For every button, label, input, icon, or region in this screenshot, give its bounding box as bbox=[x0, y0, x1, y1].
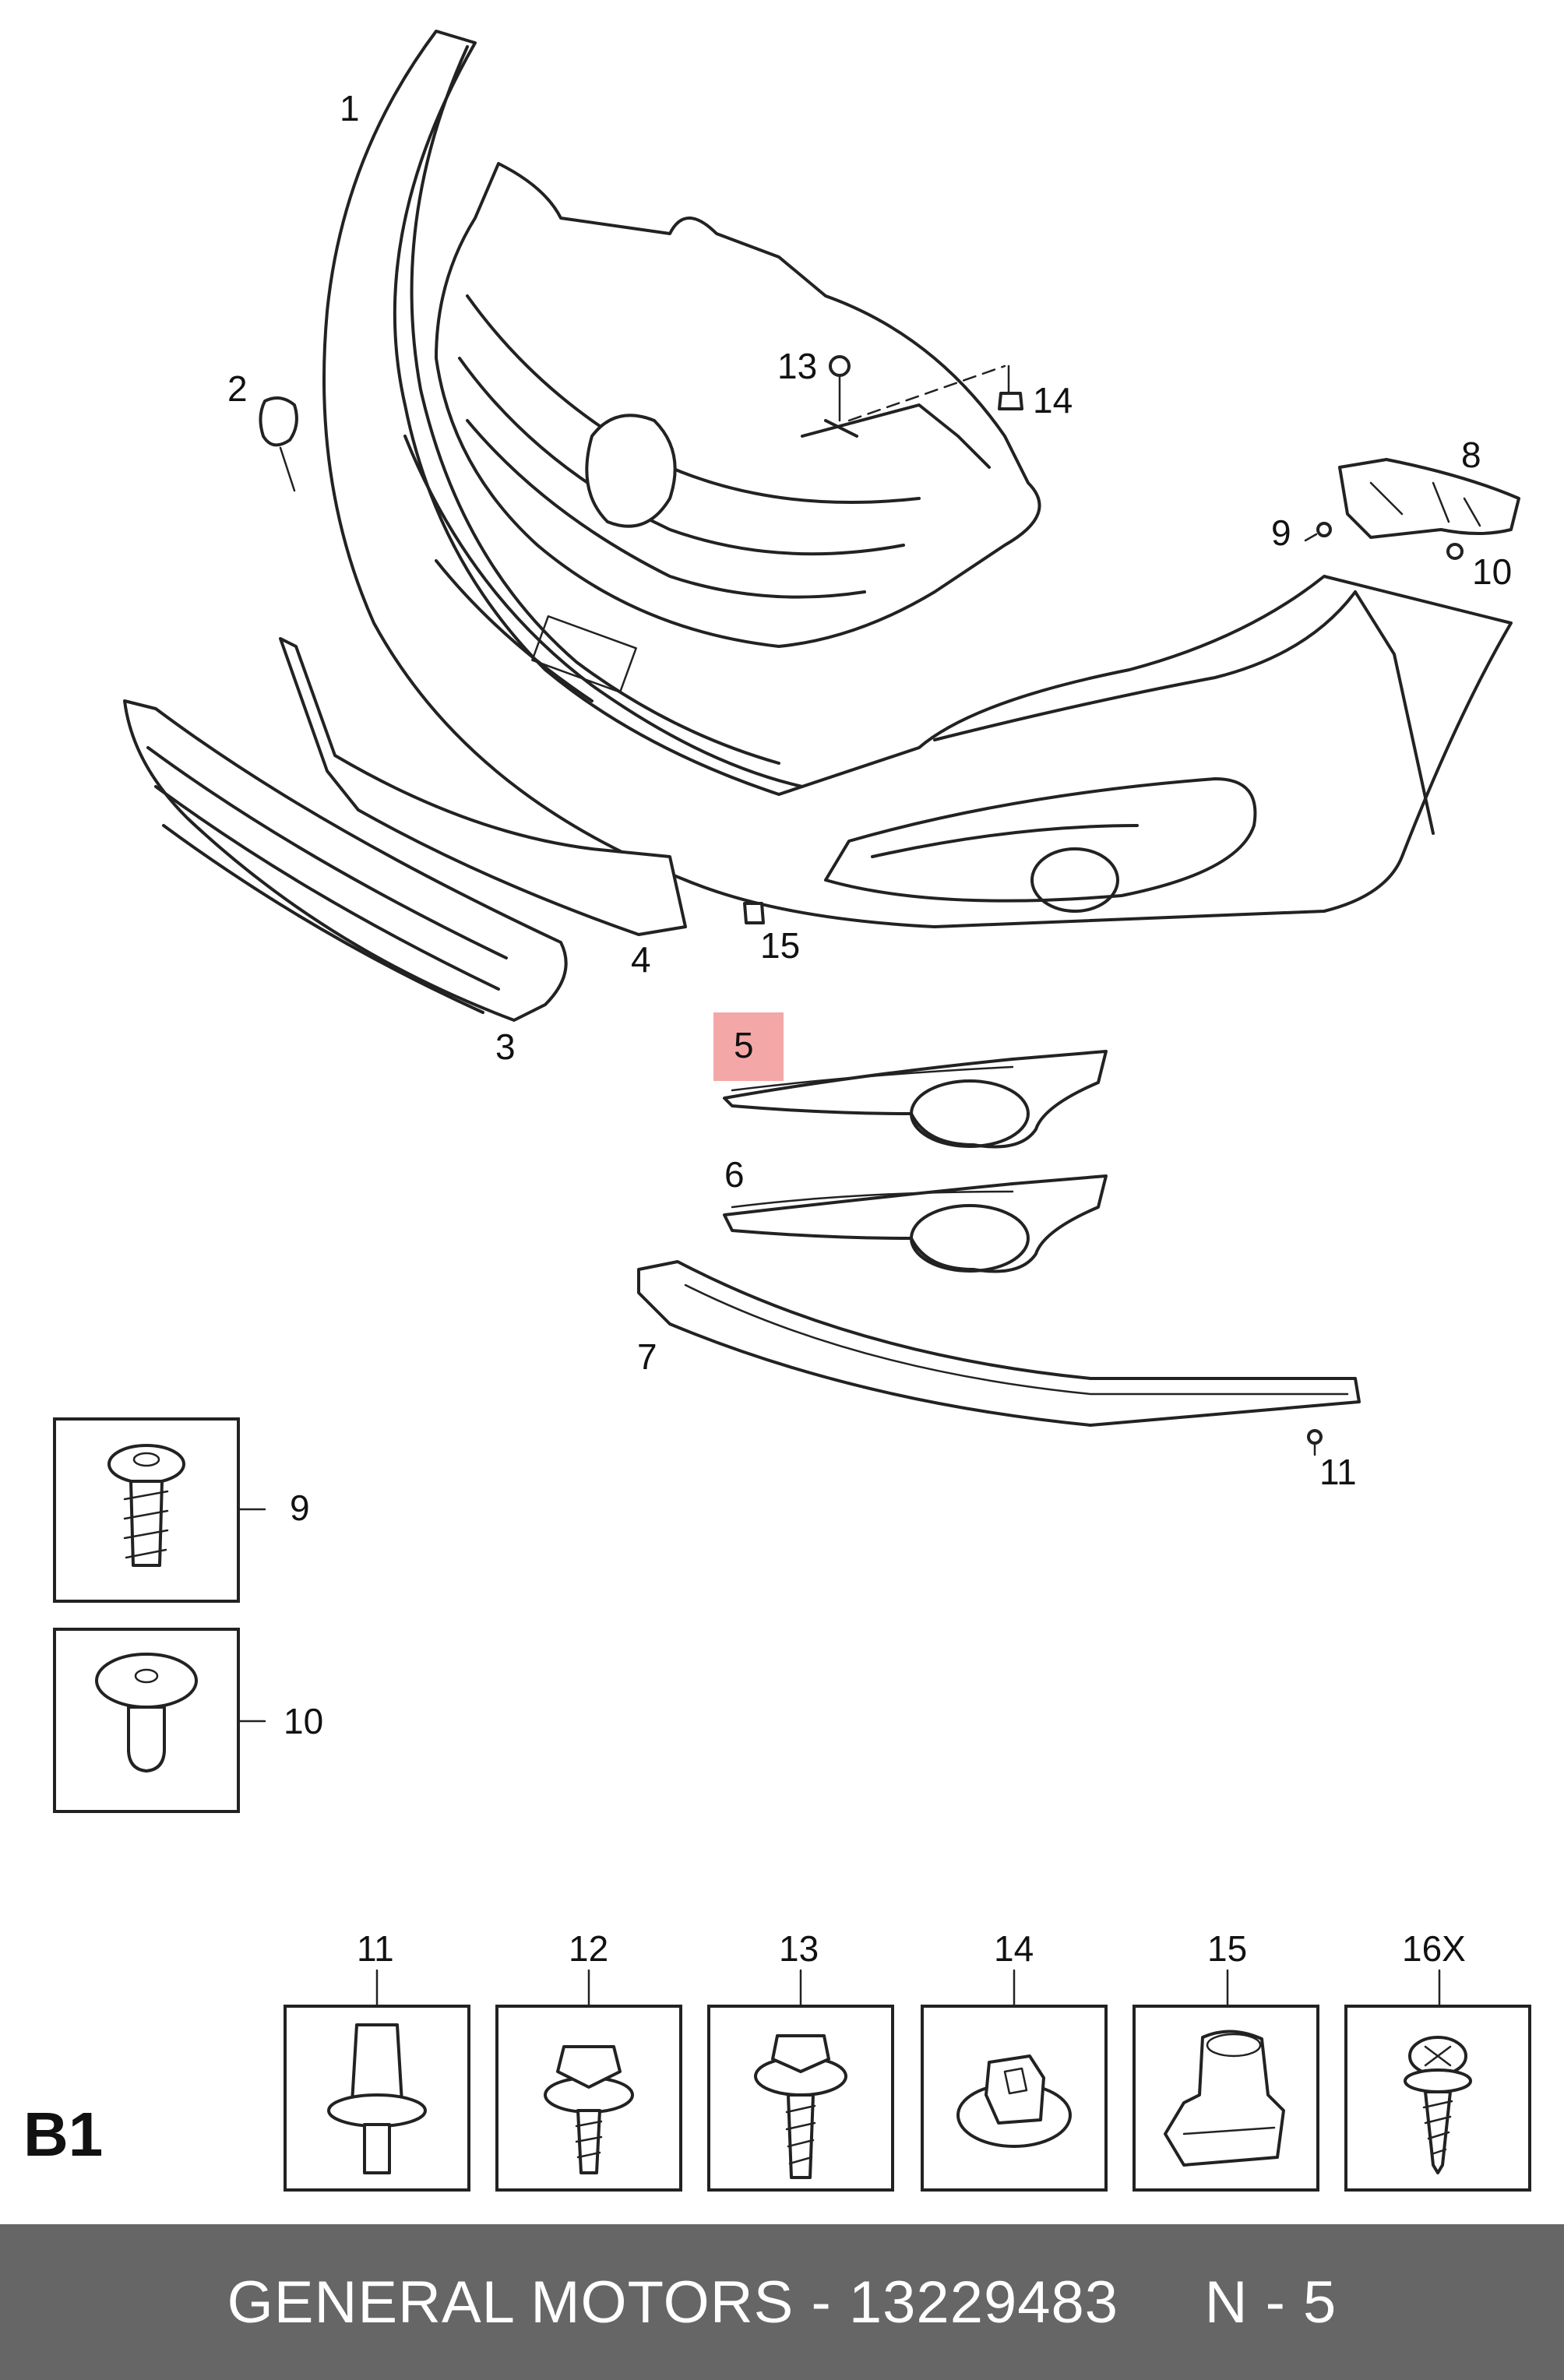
lower-spoiler bbox=[637, 1260, 1361, 1427]
callout-6: 6 bbox=[724, 1154, 745, 1195]
detail-box-14: 14 bbox=[921, 1928, 1108, 2192]
callout-7: 7 bbox=[637, 1336, 657, 1377]
callout-4: 4 bbox=[631, 939, 651, 980]
footer-bar: GENERAL MOTORS - 13229483 N - 5 bbox=[0, 2224, 1564, 2380]
lower-deflector bbox=[279, 637, 687, 936]
detail-box-9: 9 bbox=[53, 1417, 310, 1603]
detail-label-16x: 16X bbox=[1402, 1928, 1466, 1969]
detail-label-11: 11 bbox=[357, 1928, 394, 1969]
callout-8: 8 bbox=[1461, 435, 1481, 475]
callout-10: 10 bbox=[1472, 551, 1512, 592]
detail-label-10: 10 bbox=[284, 1701, 323, 1741]
clip-15-marker bbox=[743, 902, 765, 924]
callout-5: 5 bbox=[734, 1025, 754, 1065]
callout-1: 1 bbox=[340, 88, 360, 129]
callout-5-highlight bbox=[713, 1012, 784, 1081]
detail-box-13: 13 bbox=[707, 1928, 894, 2192]
lower-grille bbox=[123, 699, 568, 1022]
fog-lamp-bezel-left bbox=[723, 1174, 1108, 1273]
detail-box-11: 11 bbox=[284, 1928, 470, 2192]
fog-lamp-bezel-right bbox=[723, 1050, 1108, 1149]
bolt-13-marker bbox=[829, 355, 851, 377]
callout-14: 14 bbox=[1033, 380, 1073, 421]
callout-11: 11 bbox=[1319, 1452, 1357, 1492]
detail-label-13: 13 bbox=[779, 1928, 819, 1969]
detail-box-15: 15 bbox=[1132, 1928, 1319, 2192]
detail-box-10: 10 bbox=[53, 1628, 323, 1813]
detail-label-9: 9 bbox=[290, 1488, 310, 1528]
detail-label-15: 15 bbox=[1207, 1928, 1247, 1969]
footer-text: GENERAL MOTORS - 13229483 N - 5 bbox=[227, 2269, 1337, 2336]
side-bracket bbox=[1338, 458, 1520, 539]
upper-grille bbox=[435, 162, 1041, 648]
screw-10-marker bbox=[1446, 543, 1464, 560]
callout-3: 3 bbox=[495, 1026, 516, 1067]
tow-hook-cap bbox=[259, 396, 298, 492]
callout-15: 15 bbox=[760, 925, 800, 966]
fasteners-main bbox=[743, 355, 1464, 1456]
callout-2: 2 bbox=[227, 368, 248, 409]
section-label: B1 bbox=[23, 2100, 103, 2169]
callouts: 1 2 3 4 5 6 7 8 9 10 11 13 14 15 bbox=[227, 88, 1512, 1492]
clip-11-marker bbox=[1307, 1429, 1323, 1445]
callout-9: 9 bbox=[1271, 512, 1291, 553]
callout-13: 13 bbox=[777, 346, 817, 386]
detail-label-12: 12 bbox=[569, 1928, 608, 1969]
bumper-cover bbox=[322, 30, 1513, 928]
detail-label-14: 14 bbox=[994, 1928, 1034, 1969]
detail-row: 11 12 13 14 bbox=[23, 1928, 1531, 2192]
screw-9-marker bbox=[1316, 522, 1332, 537]
clip-14-marker bbox=[998, 392, 1023, 410]
detail-box-16x: 16X bbox=[1344, 1928, 1531, 2192]
detail-box-12: 12 bbox=[495, 1928, 682, 2192]
